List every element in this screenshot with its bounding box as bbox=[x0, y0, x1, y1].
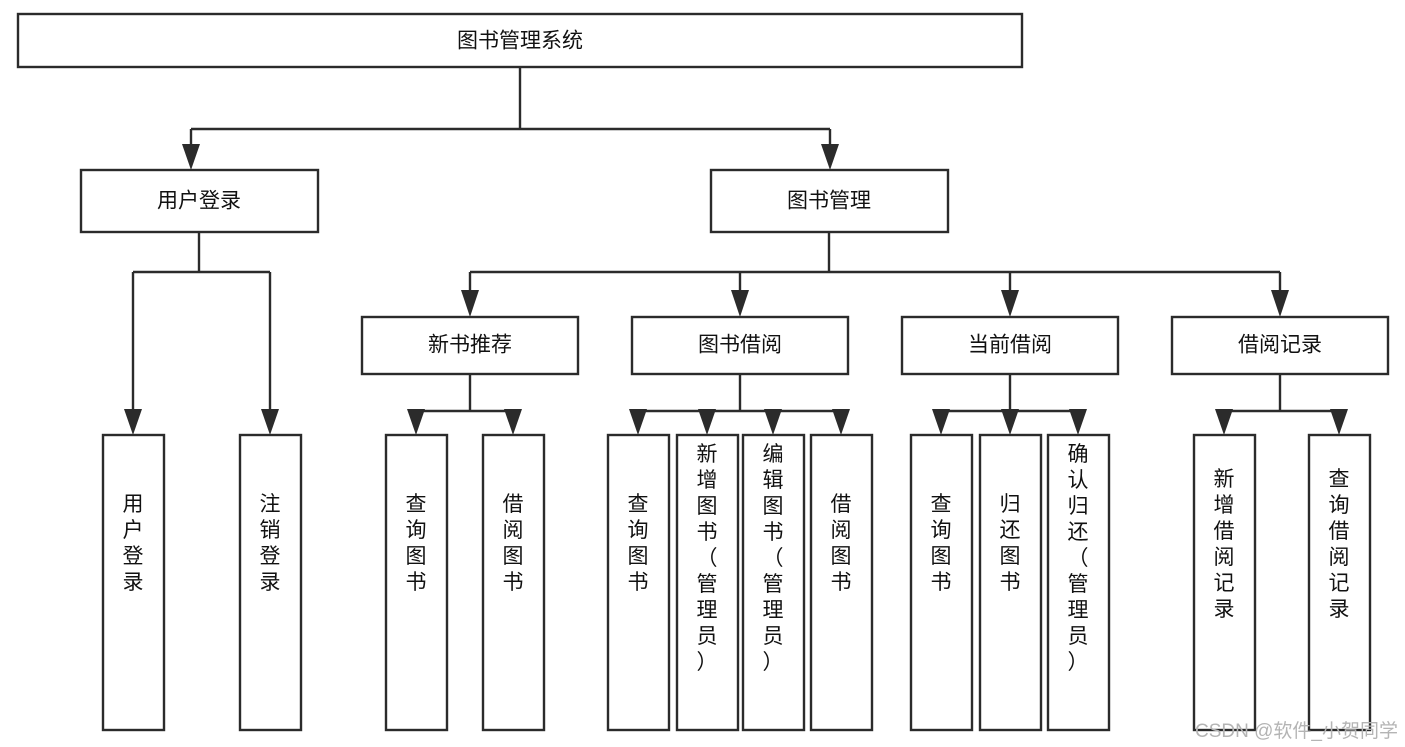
node-leaf-borrow-book-2[interactable]: 借阅图书 bbox=[809, 433, 874, 732]
node-leaf-query-book-3[interactable]: 查询图书 bbox=[909, 433, 974, 732]
arrow-head-leaf-query-book-3 bbox=[932, 409, 950, 435]
node-leaf-confirm-return[interactable]: 确认归还（管理员） bbox=[1046, 433, 1111, 732]
node-leaf-add-book-box[interactable] bbox=[675, 433, 740, 732]
node-current-borrow[interactable]: 当前借阅 bbox=[900, 315, 1120, 376]
node-leaf-user-login-box[interactable] bbox=[101, 433, 166, 732]
arrow-head-leaf-query-record bbox=[1330, 409, 1348, 435]
node-book-manage-box[interactable] bbox=[709, 168, 950, 234]
arrow-head-book-borrow bbox=[731, 290, 749, 317]
node-leaf-user-login-label: 用户登录 bbox=[123, 493, 144, 594]
node-leaf-query-record[interactable]: 查询借阅记录 bbox=[1307, 433, 1372, 732]
arrow-head-leaf-edit-book bbox=[764, 409, 782, 435]
node-leaf-query-book-3-box[interactable] bbox=[909, 433, 974, 732]
node-leaf-return-book-label: 归还图书 bbox=[1000, 493, 1021, 594]
csdn-watermark: CSDN @软件_小贺同学 bbox=[1195, 720, 1398, 742]
node-leaf-query-book-1[interactable]: 查询图书 bbox=[384, 433, 449, 732]
node-leaf-edit-book[interactable]: 编辑图书（管理员） bbox=[741, 433, 806, 732]
node-leaf-add-record-box[interactable] bbox=[1192, 433, 1257, 732]
node-leaf-borrow-book-1-label: 借阅图书 bbox=[503, 493, 524, 594]
arrow-head-leaf-query-book-2 bbox=[629, 409, 647, 435]
node-leaf-borrow-book-1-box[interactable] bbox=[481, 433, 546, 732]
arrow-head-leaf-user-logout bbox=[261, 409, 279, 435]
node-leaf-user-logout[interactable]: 注销登录 bbox=[238, 433, 303, 732]
node-leaf-user-logout-box[interactable] bbox=[238, 433, 303, 732]
node-book-manage[interactable]: 图书管理 bbox=[709, 168, 950, 234]
node-leaf-add-record-label: 新增借阅记录 bbox=[1214, 468, 1235, 621]
node-leaf-borrow-book-1[interactable]: 借阅图书 bbox=[481, 433, 546, 732]
node-user-login-label: 用户登录 bbox=[157, 190, 241, 213]
node-new-book-recommend-box[interactable] bbox=[360, 315, 580, 376]
node-book-manage-label: 图书管理 bbox=[787, 190, 871, 213]
node-leaf-return-book-box[interactable] bbox=[978, 433, 1043, 732]
arrow-head-user-login bbox=[182, 144, 200, 170]
node-root-box[interactable] bbox=[16, 12, 1024, 69]
node-book-borrow-label: 图书借阅 bbox=[698, 334, 782, 357]
node-leaf-borrow-book-2-label: 借阅图书 bbox=[831, 493, 852, 594]
node-leaf-edit-book-label: 编辑图书（管理员） bbox=[763, 443, 784, 674]
arrow-head-leaf-confirm-return bbox=[1069, 409, 1087, 435]
node-new-book-recommend[interactable]: 新书推荐 bbox=[360, 315, 580, 376]
node-leaf-query-book-2-label: 查询图书 bbox=[628, 493, 649, 594]
node-leaf-query-book-2-box[interactable] bbox=[606, 433, 671, 732]
arrow-head-leaf-borrow-book-1 bbox=[504, 409, 522, 435]
node-leaf-edit-book-box[interactable] bbox=[741, 433, 806, 732]
arrow-head-leaf-user-login bbox=[124, 409, 142, 435]
node-root-label: 图书管理系统 bbox=[457, 30, 583, 53]
node-current-borrow-label: 当前借阅 bbox=[968, 334, 1052, 357]
node-leaf-query-record-box[interactable] bbox=[1307, 433, 1372, 732]
node-leaf-confirm-return-box[interactable] bbox=[1046, 433, 1111, 732]
arrow-head-leaf-add-book bbox=[698, 409, 716, 435]
node-leaf-add-book[interactable]: 新增图书（管理员） bbox=[675, 433, 740, 732]
arrow-head-leaf-add-record bbox=[1215, 409, 1233, 435]
node-leaf-confirm-return-label: 确认归还（管理员） bbox=[1068, 443, 1089, 674]
node-leaf-query-book-3-label: 查询图书 bbox=[931, 493, 952, 594]
node-leaf-query-book-1-box[interactable] bbox=[384, 433, 449, 732]
connector-layer bbox=[124, 67, 1348, 435]
node-new-book-recommend-label: 新书推荐 bbox=[428, 334, 512, 357]
node-user-login[interactable]: 用户登录 bbox=[79, 168, 320, 234]
node-leaf-add-book-label: 新增图书（管理员） bbox=[697, 443, 718, 674]
node-leaf-query-book-2[interactable]: 查询图书 bbox=[606, 433, 671, 732]
node-borrow-record-box[interactable] bbox=[1170, 315, 1390, 376]
node-root[interactable]: 图书管理系统 bbox=[16, 12, 1024, 69]
node-leaf-add-record[interactable]: 新增借阅记录 bbox=[1192, 433, 1257, 732]
node-leaf-borrow-book-2-box[interactable] bbox=[809, 433, 874, 732]
node-borrow-record-label: 借阅记录 bbox=[1238, 334, 1322, 357]
arrow-head-leaf-query-book-1 bbox=[407, 409, 425, 435]
node-current-borrow-box[interactable] bbox=[900, 315, 1120, 376]
node-book-borrow-box[interactable] bbox=[630, 315, 850, 376]
arrow-head-new-book-recommend bbox=[461, 290, 479, 317]
arrow-head-leaf-borrow-book-2 bbox=[832, 409, 850, 435]
node-user-login-box[interactable] bbox=[79, 168, 320, 234]
arrow-head-book-manage bbox=[821, 144, 839, 170]
node-borrow-record[interactable]: 借阅记录 bbox=[1170, 315, 1390, 376]
node-leaf-user-login[interactable]: 用户登录 bbox=[101, 433, 166, 732]
node-leaf-user-logout-label: 注销登录 bbox=[260, 493, 281, 594]
arrow-head-current-borrow bbox=[1001, 290, 1019, 317]
arrow-head-leaf-return-book bbox=[1001, 409, 1019, 435]
node-leaf-query-record-label: 查询借阅记录 bbox=[1329, 468, 1350, 621]
node-leaf-query-book-1-label: 查询图书 bbox=[406, 493, 427, 594]
arrow-head-borrow-record bbox=[1271, 290, 1289, 317]
node-book-borrow[interactable]: 图书借阅 bbox=[630, 315, 850, 376]
node-leaf-return-book[interactable]: 归还图书 bbox=[978, 433, 1043, 732]
